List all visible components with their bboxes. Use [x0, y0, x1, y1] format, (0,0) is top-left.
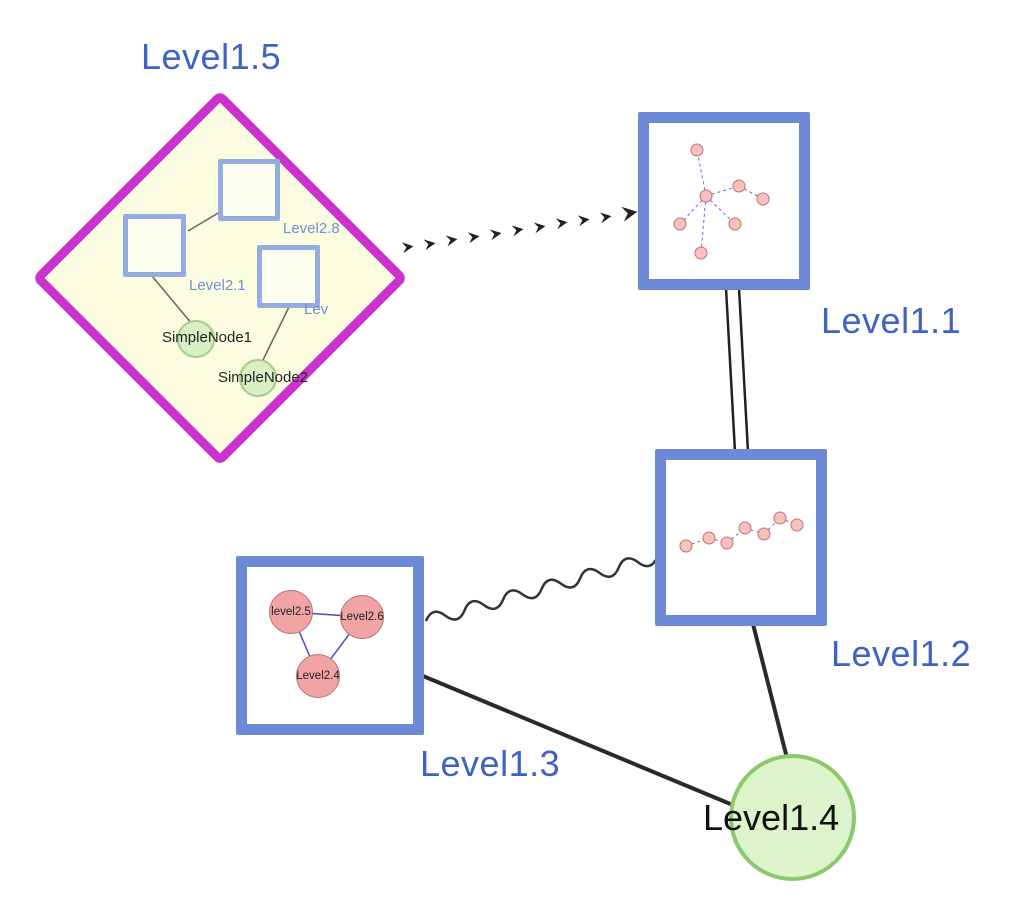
label-level11: Level1.1	[821, 300, 962, 341]
label-level2-right: Lev	[304, 301, 329, 318]
level15-inner-square-top[interactable]	[218, 159, 280, 221]
edge-level13-level14	[421, 674, 742, 810]
node-level2-5[interactable]: level2.5	[269, 590, 313, 634]
level15-inner-square-right[interactable]	[257, 245, 320, 308]
node-level11[interactable]	[638, 112, 810, 290]
node-level12[interactable]	[655, 449, 827, 626]
level11-inner-graph[interactable]	[673, 143, 770, 260]
node-level2-4[interactable]: Level2.4	[296, 654, 340, 698]
edge-level13-level12-wavy	[424, 556, 659, 622]
level15-inner-square-left[interactable]	[123, 214, 186, 277]
node-simplenode2[interactable]	[239, 359, 277, 397]
node-level2-6[interactable]: Level2.6	[340, 595, 384, 639]
label-level13: Level1.3	[420, 743, 561, 784]
node-level13[interactable]	[236, 556, 424, 735]
label-level15: Level1.5	[141, 36, 282, 77]
label-level12: Level1.2	[831, 633, 972, 674]
label-simplenode1: SimpleNode1	[161, 329, 253, 346]
level12-inner-graph[interactable]	[679, 511, 804, 553]
label-simplenode2: SimpleNode2	[217, 369, 309, 386]
node-level14[interactable]	[729, 754, 856, 881]
edge-level11-level12-double	[724, 287, 750, 453]
label-level2-8: Level2.8	[283, 220, 340, 237]
label-level2-1: Level2.1	[189, 277, 246, 294]
label-level14: Level1.4	[703, 797, 840, 838]
level15-inner-edges	[151, 211, 290, 363]
edge-level12-level14	[751, 622, 792, 772]
node-simplenode1[interactable]	[177, 320, 215, 358]
